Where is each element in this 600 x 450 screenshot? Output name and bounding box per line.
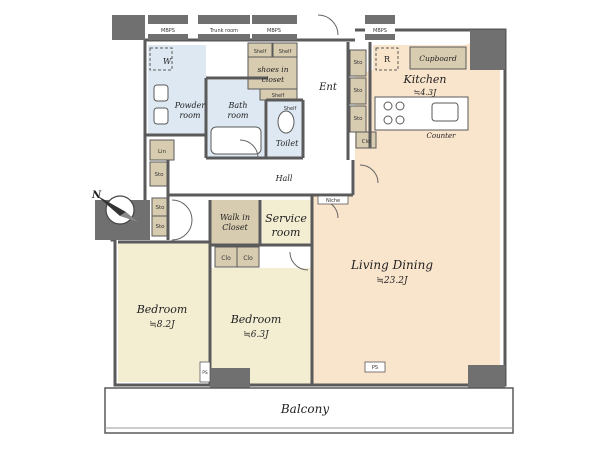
small-label-mbps-mid: MBPS <box>267 28 281 34</box>
sto-label-3: Sto <box>353 116 363 122</box>
bedroom-mid-room <box>210 268 312 385</box>
bathtub <box>210 126 262 155</box>
lin-closet <box>149 139 175 161</box>
shelf-label-2: Shelf <box>279 49 292 55</box>
small-label-mbps-right: MBPS <box>373 28 387 34</box>
entrance-area <box>300 40 348 160</box>
ps-box-living <box>364 361 386 373</box>
hall-label: Hall <box>275 174 293 183</box>
washer-label: W <box>163 57 172 66</box>
refrigerator-box <box>375 47 399 71</box>
niche-label: Niche <box>326 198 340 204</box>
powder-room-label-1: Powder <box>174 101 207 110</box>
toilet-label: Toilet <box>276 139 299 148</box>
washer-box <box>149 47 173 71</box>
refrigerator-label: R <box>384 55 391 64</box>
shelf-label-3: Shelf <box>272 93 285 99</box>
column-top-left <box>112 15 145 40</box>
powder-sink-1 <box>153 84 169 102</box>
ps-box-bedroom <box>199 361 211 383</box>
cupboard-label: Cupboard <box>419 54 457 63</box>
shoes-closet-label-1: shoes in <box>257 65 288 74</box>
shelf-label-4: Shelf <box>284 106 297 112</box>
service-room-label-2: room <box>272 226 301 239</box>
bedroom-left-room <box>118 242 210 382</box>
shelf-label-1: Shelf <box>254 49 267 55</box>
cupboard <box>409 46 467 70</box>
sto-2 <box>349 77 367 105</box>
small-label-trunk-room: Trunk room <box>209 28 238 34</box>
kitchen-label: Kitchen <box>403 73 447 86</box>
compass-label: N <box>91 190 102 201</box>
sto-label-hall: Sto <box>154 172 164 178</box>
bedroom-mid-area-label: ≒6.3J <box>243 330 270 340</box>
living-dining-area-label: ≒23.2J <box>376 276 409 286</box>
counter-label: Counter <box>427 132 457 140</box>
clo-label-kitchen: Clo <box>362 139 371 145</box>
clo-label-bed-1: Clo <box>221 255 231 262</box>
sto-label-bed-2: Sto <box>155 224 165 230</box>
bath-room-label-1: Bath <box>227 101 247 110</box>
stove-burner-4 <box>395 115 405 125</box>
lin-label: Lin <box>158 149 167 155</box>
stove-burner-1 <box>383 101 393 111</box>
walk-in-closet-label-2: Closet <box>222 223 248 232</box>
sto-label-2: Sto <box>353 88 363 94</box>
washer-area <box>148 45 176 73</box>
powder-room-label-2: room <box>179 111 200 120</box>
column-corner-ne <box>470 30 505 70</box>
walk-in-closet <box>210 200 260 245</box>
walk-in-closet-label-1: Walk in <box>220 213 250 222</box>
small-label-mbps-left: MBPS <box>161 28 175 34</box>
entrance-label: Ent <box>318 82 338 93</box>
bath-room-label-2: room <box>227 111 248 120</box>
compass-icon <box>96 195 138 225</box>
bedroom-left-area-label: ≒8.2J <box>149 320 176 330</box>
sto-label-1: Sto <box>353 60 363 66</box>
niche-box <box>317 195 349 205</box>
sto-label-bed-1: Sto <box>155 205 165 211</box>
stove-burner-3 <box>383 115 393 125</box>
hall-area <box>168 160 353 195</box>
bedroom-mid-label: Bedroom <box>230 313 282 326</box>
living-dining-label: Living Dining <box>350 258 433 272</box>
balcony <box>104 387 514 434</box>
powder-sink-2 <box>153 107 169 125</box>
ps-label-living: PS <box>372 365 378 371</box>
shoes-closet-label-2: closet <box>262 75 285 84</box>
stove-burner-2 <box>395 101 405 111</box>
ps-label-bedroom: PS <box>202 370 208 376</box>
service-room <box>262 200 312 245</box>
balcony-label: Balcony <box>280 402 329 416</box>
toilet-bowl <box>277 110 295 134</box>
service-room-label-1: Service <box>265 212 307 225</box>
shoes-closet <box>247 56 298 90</box>
bedroom-left-label: Bedroom <box>136 303 188 316</box>
sto-1 <box>349 49 367 77</box>
clo-bed-2 <box>236 246 260 268</box>
kitchen-sink <box>431 102 459 122</box>
kitchen-area-label: ≒4.3J <box>414 88 437 97</box>
clo-label-bed-2: Clo <box>243 255 253 262</box>
